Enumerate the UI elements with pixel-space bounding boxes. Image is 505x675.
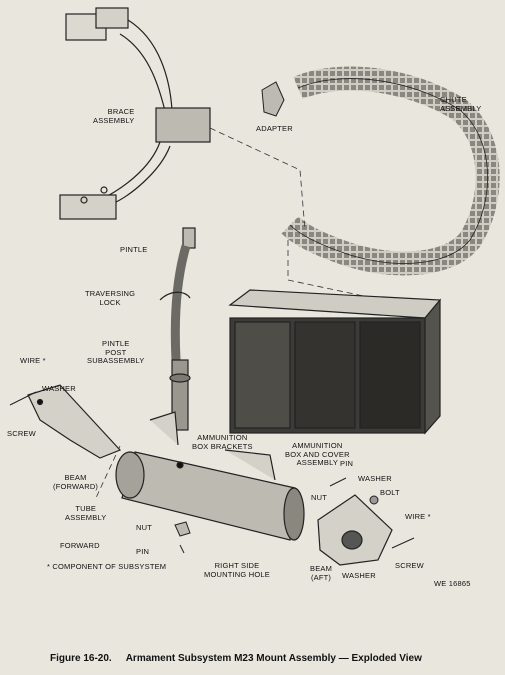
chute-assembly: [281, 66, 500, 276]
label-chute-assembly: CHUTE ASSEMBLY: [440, 95, 482, 113]
label-ammunition-box-and-cover-assembly: AMMUNITION BOX AND COVER ASSEMBLY: [285, 441, 350, 467]
label-tube-assembly: TUBE ASSEMBLY: [65, 504, 107, 522]
label-traversing-lock: TRAVERSING LOCK: [85, 289, 136, 307]
tube-assembly: [115, 411, 305, 541]
drawing-number: WE 16865: [434, 579, 471, 588]
label-right-side-mounting-hole: RIGHT SIDE MOUNTING HOLE: [204, 561, 270, 579]
label-pin-center: PIN: [136, 547, 150, 556]
label-forward: FORWARD: [60, 541, 100, 550]
label-beam-aft: BEAM (AFT): [310, 564, 333, 582]
label-wire-left: WIRE *: [20, 356, 46, 365]
label-adapter: ADAPTER: [256, 124, 293, 133]
label-washer-right-bottom: WASHER: [342, 571, 376, 580]
beam-aft: [317, 494, 393, 566]
label-washer-left: WASHER: [42, 384, 76, 393]
label-washer-right-top: WASHER: [358, 474, 392, 483]
label-screw-right: SCREW: [395, 561, 424, 570]
beam-forward: [27, 384, 122, 459]
label-nut-right: NUT: [311, 493, 328, 502]
ammunition-box: [228, 289, 442, 435]
assembly-leader-lines: [94, 127, 431, 501]
pintle-post-subassembly: [159, 227, 196, 431]
small-hardware: [9, 391, 415, 554]
label-pintle: PINTLE: [120, 245, 148, 254]
footnote-component-of-subsystem: * COMPONENT OF SUBSYSTEM: [47, 562, 167, 571]
figure-caption: Figure 16-20. Armament Subsystem M23 Moun…: [50, 653, 480, 664]
label-pin-right: PIN: [340, 459, 354, 468]
label-pintle-post-subassembly: PINTLE POST SUBASSEMBLY: [87, 339, 145, 365]
figure-number: Figure 16-20.: [50, 653, 112, 664]
label-screw-left: SCREW: [7, 429, 36, 438]
label-wire-right: WIRE *: [405, 512, 431, 521]
label-ammunition-box-brackets: AMMUNITION BOX BRACKETS: [192, 433, 253, 451]
label-bolt: BOLT: [380, 488, 400, 497]
label-brace-assembly: BRACE ASSEMBLY: [93, 107, 135, 125]
label-nut-center: NUT: [136, 523, 153, 532]
adapter-part: [261, 81, 285, 117]
figure-title: Armament Subsystem M23 Mount Assembly — …: [125, 653, 422, 664]
label-beam-forward: BEAM (FORWARD): [53, 473, 99, 491]
brace-assembly: [59, 7, 211, 220]
